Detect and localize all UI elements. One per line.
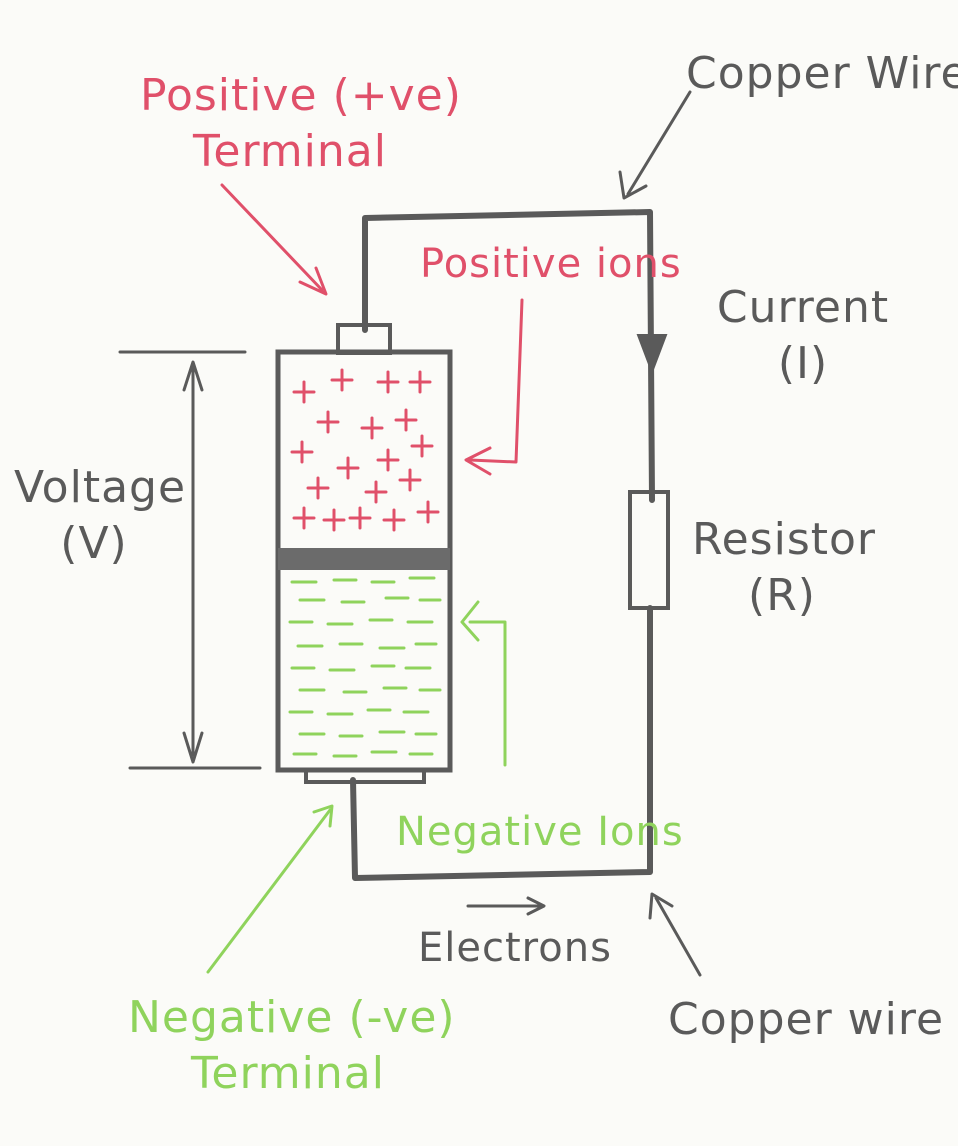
voltage-label-line1: Voltage: [14, 462, 187, 513]
positive-ion-marks: [290, 368, 440, 532]
negative-terminal-label-line2: Terminal: [191, 1048, 385, 1099]
current-label-line2: (I): [777, 338, 829, 389]
resistor-label: Resistor (R): [692, 512, 876, 624]
copper-wire-top-label: Copper Wire: [686, 48, 958, 99]
negative-terminal-pointer: [206, 804, 334, 974]
electron-direction-arrow: [466, 896, 546, 916]
negative-terminal-cap: [304, 768, 426, 784]
resistor-symbol: [628, 490, 670, 610]
voltage-measure-arrow: [118, 350, 262, 770]
voltage-label: Voltage (V): [14, 460, 187, 572]
positive-ions-pointer: [464, 298, 524, 476]
positive-terminal-label: Positive (+ve) Terminal: [140, 68, 462, 180]
copper-wire-top-pointer: [618, 90, 692, 200]
positive-terminal-pointer: [220, 183, 328, 296]
current-arrow-icon: [636, 334, 668, 375]
resistor-label-line1: Resistor: [692, 514, 876, 565]
copper-wire-circuit: [350, 209, 655, 881]
positive-terminal-label-line1: Positive (+ve): [140, 70, 462, 121]
battery-separator: [278, 548, 450, 570]
copper-wire-bottom-pointer: [648, 892, 702, 977]
electrons-label: Electrons: [418, 925, 612, 971]
resistor-label-line2: (R): [748, 570, 816, 621]
current-label: Current (I): [708, 280, 898, 392]
voltage-label-line2: (V): [60, 518, 128, 569]
copper-wire-bottom-label: Copper wire: [668, 994, 945, 1045]
current-label-line1: Current: [716, 282, 890, 333]
positive-ions-label: Positive ions: [420, 241, 682, 287]
negative-terminal-label-line1: Negative (-ve): [128, 992, 456, 1043]
negative-ions-pointer: [460, 600, 507, 767]
positive-terminal-label-line2: Terminal: [193, 126, 387, 177]
negative-ion-marks: [288, 576, 442, 758]
negative-terminal-label: Negative (-ve) Terminal: [128, 990, 456, 1102]
negative-ions-label: Negative Ions: [396, 809, 684, 855]
